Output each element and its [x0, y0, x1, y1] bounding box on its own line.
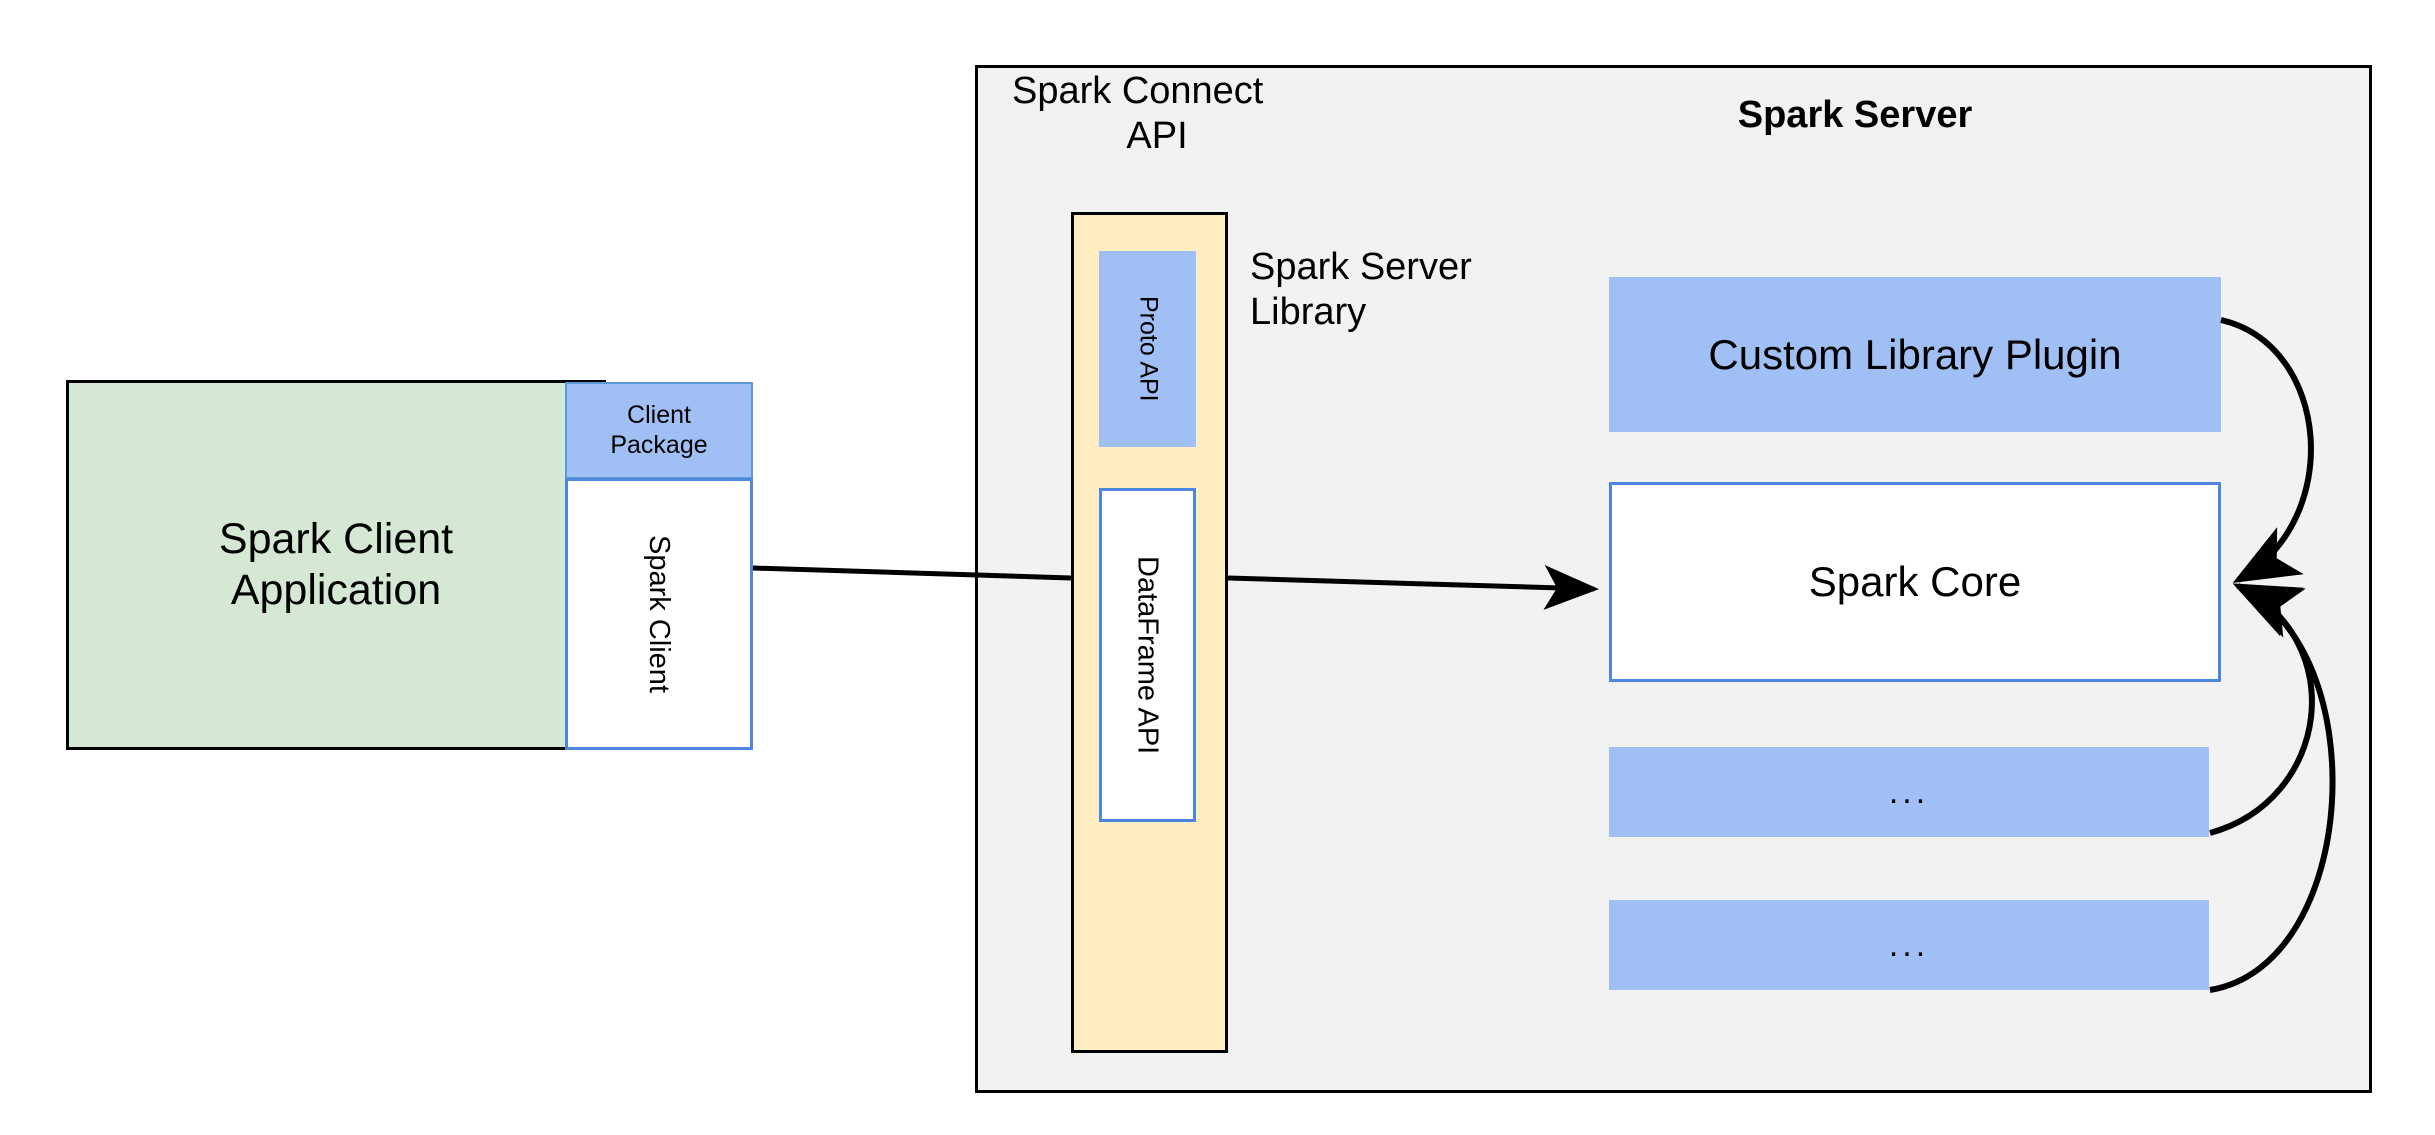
- spark-server-library-label-line1: Spark Server: [1250, 246, 1472, 288]
- ellipsis-box-1[interactable]: ...: [1609, 747, 2209, 837]
- spark-server-title: Spark Server: [1737, 93, 1973, 136]
- client-package-label-line1: Client: [627, 401, 691, 429]
- spark-connect-api-label-line1: Spark Connect: [1012, 70, 1264, 113]
- spark-client-application-box[interactable]: Spark Client Application: [66, 380, 606, 750]
- client-package-box[interactable]: Client Package: [565, 382, 753, 479]
- proto-api-box[interactable]: Proto API: [1099, 251, 1196, 447]
- spark-server-library-label: Spark Server Library: [1250, 245, 1550, 345]
- spark-core-box[interactable]: Spark Core: [1609, 482, 2221, 682]
- spark-client-application-line1: Spark Client: [218, 515, 454, 564]
- dataframe-api-box[interactable]: DataFrame API: [1099, 488, 1196, 822]
- ellipsis-box-2[interactable]: ...: [1609, 900, 2209, 990]
- spark-connect-api-label: Spark Connect API: [1012, 68, 1302, 160]
- spark-client-label: Spark Client: [643, 535, 676, 693]
- custom-library-plugin-box[interactable]: Custom Library Plugin: [1609, 277, 2221, 432]
- dataframe-api-label: DataFrame API: [1131, 555, 1164, 755]
- proto-api-label: Proto API: [1134, 296, 1163, 402]
- spark-connect-api-label-line2: API: [1126, 115, 1188, 157]
- spark-client-application-line2: Application: [230, 566, 442, 614]
- spark-server-library-label-line2: Library: [1250, 290, 1367, 333]
- spark-client-box[interactable]: Spark Client: [565, 478, 753, 750]
- client-package-label-line2: Package: [610, 430, 708, 459]
